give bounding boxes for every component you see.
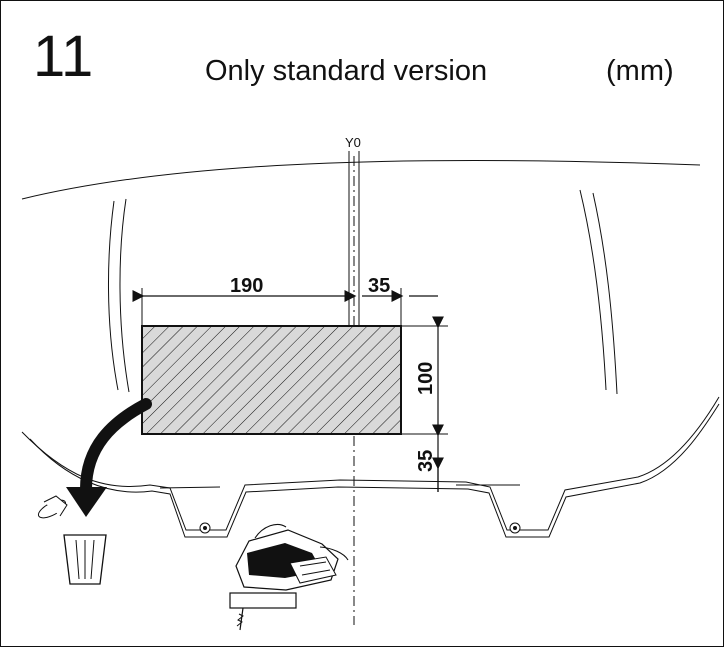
unit-label: (mm) xyxy=(606,55,674,87)
dimension-100: 100 xyxy=(415,362,437,395)
axis-label: Y0 xyxy=(345,135,361,150)
jigsaw-icon xyxy=(229,523,349,631)
mount-hole-right-center xyxy=(513,526,517,530)
page-title: Only standard version xyxy=(205,55,488,87)
cut-area-hatched xyxy=(141,325,402,435)
panel-outline xyxy=(21,159,720,538)
header: 11 Only standard version (mm) xyxy=(0,0,724,110)
dimension-190: 190 xyxy=(230,275,263,297)
step-number: 11 xyxy=(33,24,94,89)
dimension-lines: 190 35 100 35 xyxy=(132,275,448,492)
dimension-35-right: 35 xyxy=(368,275,390,297)
cut-out-region xyxy=(141,325,402,435)
removal-arrow-icon xyxy=(66,398,152,517)
trash-bin-icon xyxy=(37,495,107,585)
dimension-35-bottom: 35 xyxy=(415,450,437,472)
mount-hole-left-center xyxy=(203,526,207,530)
